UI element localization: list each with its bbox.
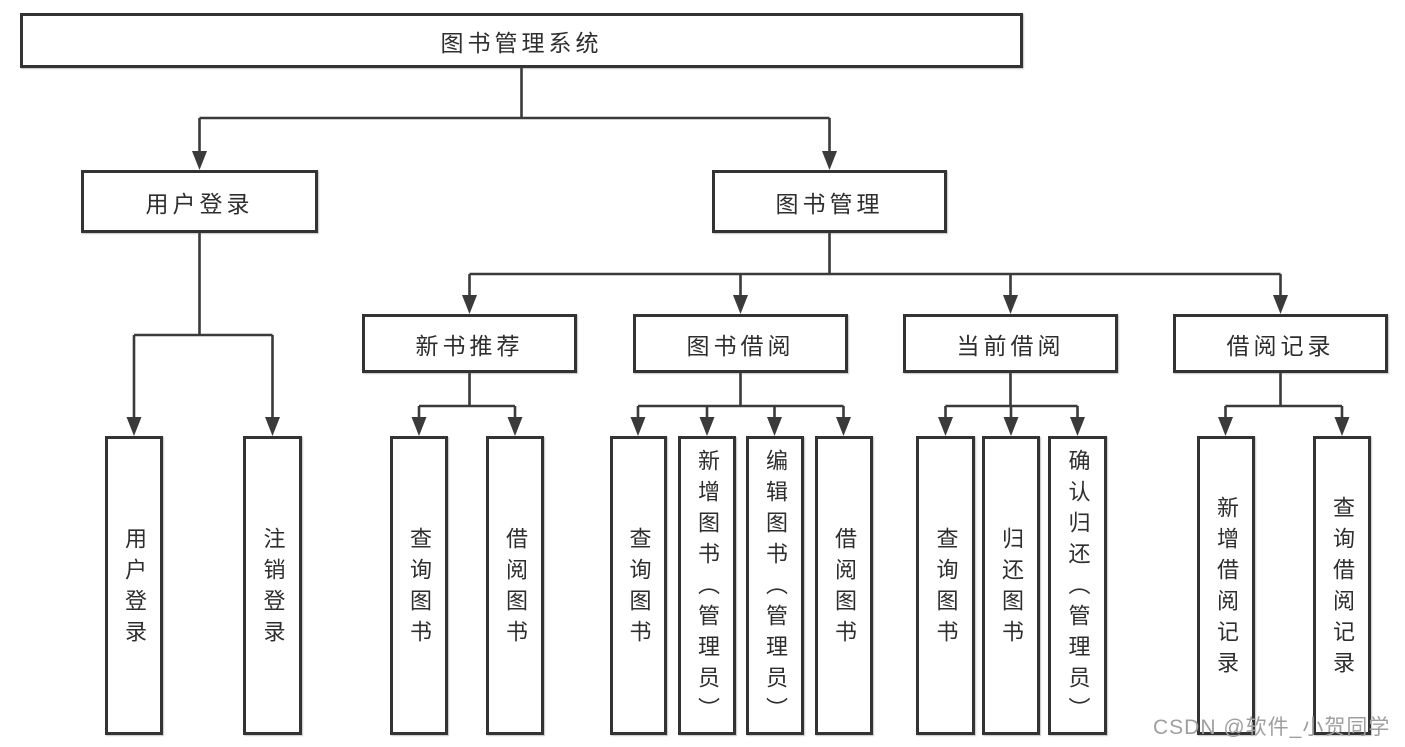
node-borrowing-records: 借阅记录	[1173, 314, 1388, 373]
leaf-borrow-books: 借阅图书	[815, 436, 873, 735]
arrowhead	[265, 417, 280, 436]
node-current-borrowing: 当前借阅	[903, 314, 1118, 373]
arrowhead	[767, 417, 782, 436]
leaf-query-books-current: 查询图书	[916, 436, 975, 735]
node-user-login: 用户登录	[81, 170, 318, 233]
connector-records-to-leaves	[1224, 373, 1344, 418]
leaf-add-borrow-record: 新增借阅记录	[1197, 436, 1255, 735]
node-book-management: 图书管理	[712, 170, 947, 233]
leaf-logout: 注销登录	[243, 436, 302, 735]
connector-bookborrow-to-leaves	[636, 373, 845, 418]
leaf-query-borrow-record: 查询借阅记录	[1313, 436, 1371, 735]
leaf-query-books-borrow: 查询图书	[610, 436, 667, 735]
arrowhead	[192, 151, 207, 170]
arrowhead	[1003, 417, 1019, 436]
connector-newbook-to-leaves	[417, 373, 517, 418]
arrowhead	[1334, 417, 1350, 436]
arrowhead	[1003, 295, 1018, 314]
arrowhead	[822, 151, 837, 170]
arrowhead	[733, 295, 748, 314]
arrowhead	[126, 417, 142, 436]
leaf-confirm-return-admin: 确认归还（管理员）	[1048, 436, 1107, 735]
node-new-book-recommend: 新书推荐	[362, 314, 577, 373]
watermark-text: CSDN @软件_小贺同学	[1153, 716, 1391, 739]
leaf-query-books-recommend: 查询图书	[390, 436, 448, 735]
arrowhead	[1218, 417, 1233, 436]
leaf-user-login: 用户登录	[105, 436, 163, 735]
connector-bookmgmt-to-level3	[468, 233, 1282, 296]
arrowhead	[462, 295, 477, 314]
arrowhead	[630, 417, 646, 436]
leaf-return-books: 归还图书	[982, 436, 1040, 735]
node-root-system: 图书管理系统	[20, 13, 1023, 68]
arrowhead	[507, 417, 523, 436]
connector-userlogin-to-leaves	[132, 233, 274, 418]
leaf-edit-books-admin: 编辑图书（管理员）	[746, 436, 804, 735]
arrowhead	[938, 417, 953, 436]
connector-root-to-level2	[198, 68, 831, 152]
arrowhead	[411, 417, 427, 436]
node-book-borrowing: 图书借阅	[633, 314, 848, 373]
arrowhead	[1070, 417, 1085, 436]
arrowheads	[126, 151, 1350, 436]
arrowhead	[836, 417, 851, 436]
connector-currentborrow-to-leaves	[944, 373, 1079, 418]
arrowhead	[1273, 295, 1288, 314]
leaf-add-books-admin: 新增图书（管理员）	[678, 436, 736, 735]
arrowhead	[699, 417, 715, 436]
leaf-borrow-books-recommend: 借阅图书	[486, 436, 544, 735]
